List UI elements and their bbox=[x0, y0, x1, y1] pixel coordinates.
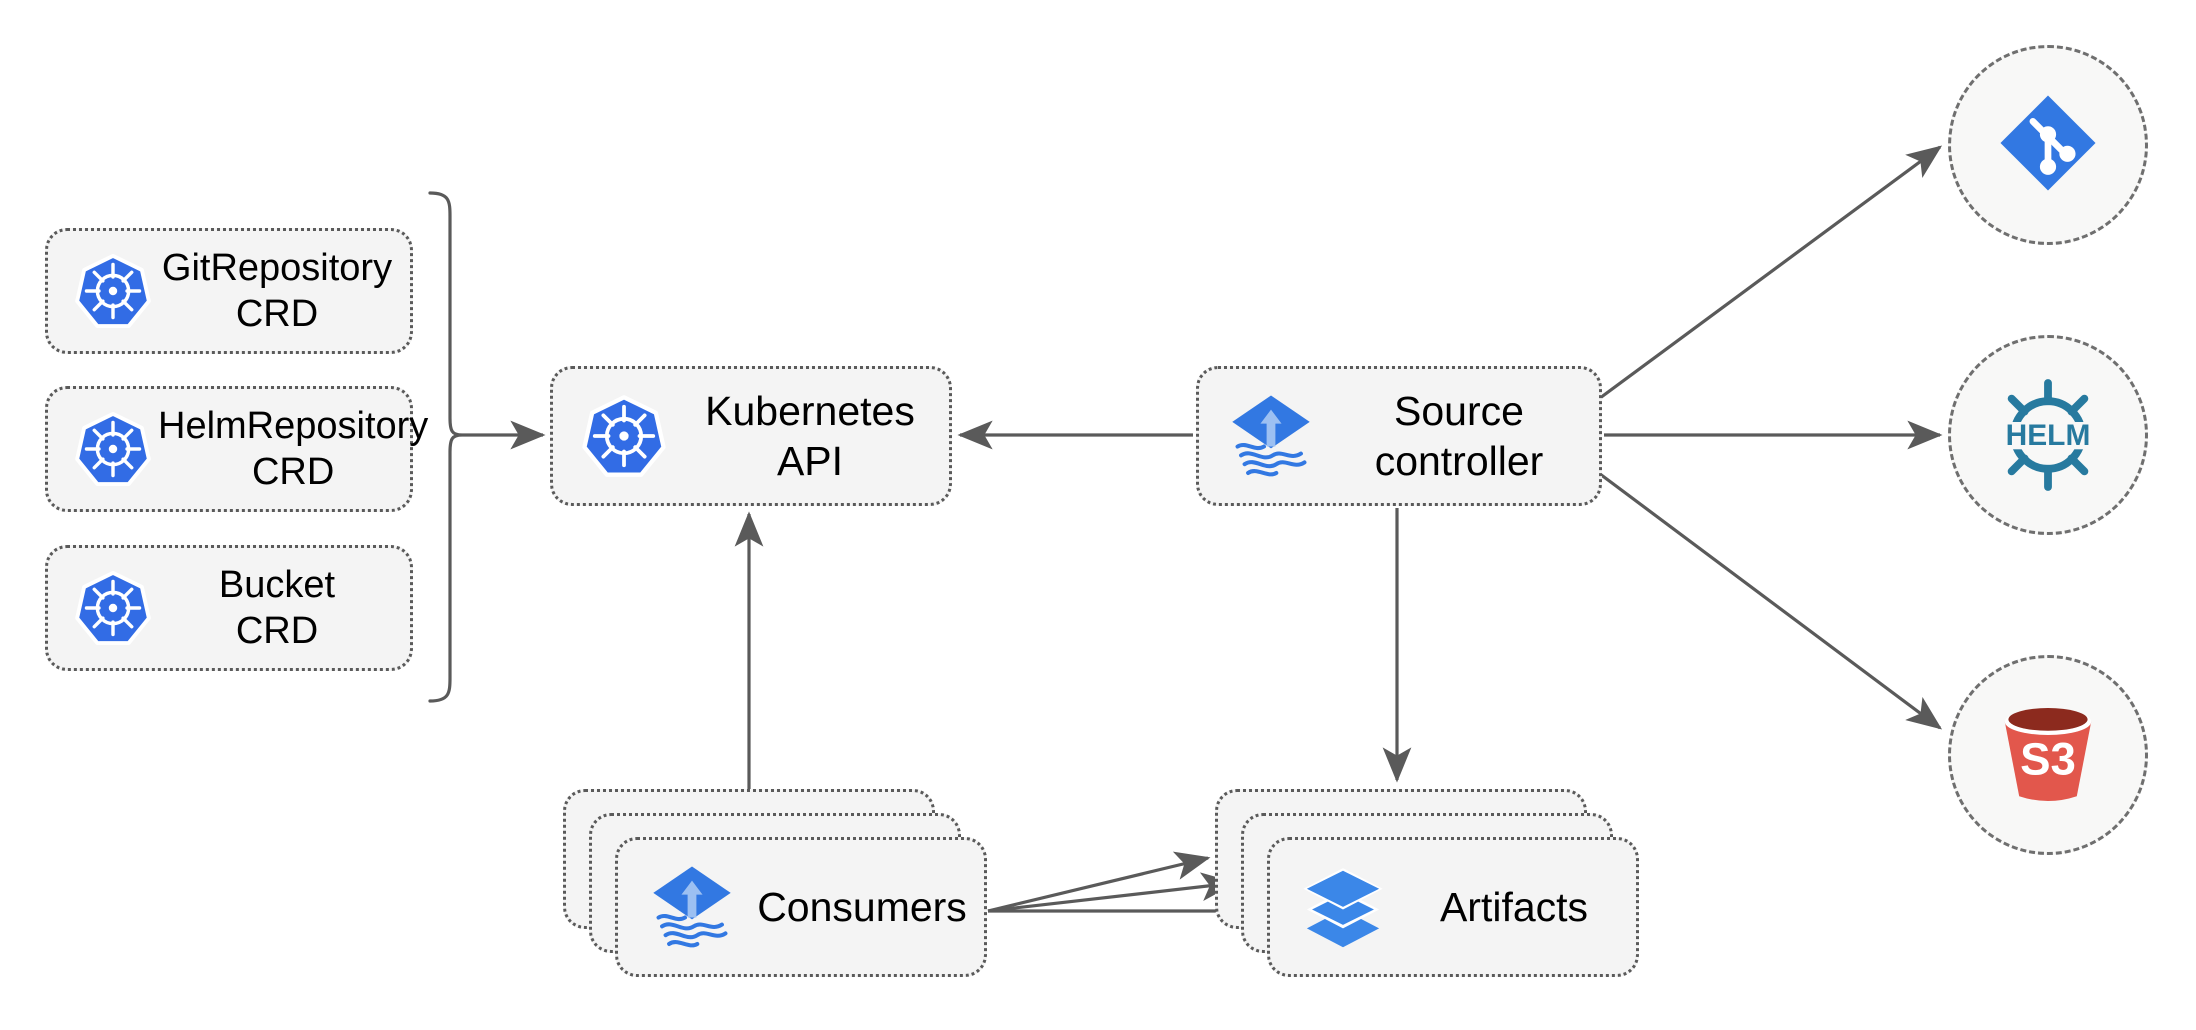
consumers-label: Consumers bbox=[757, 883, 967, 930]
flux-icon bbox=[648, 863, 736, 951]
kubernetes-icon bbox=[74, 410, 152, 488]
helm-icon: HELM bbox=[1983, 370, 2113, 500]
s3-bucket-icon: S3 bbox=[1988, 693, 2108, 818]
bucket-crd-node[interactable]: Bucket CRD bbox=[45, 545, 413, 671]
artifacts-node[interactable]: Artifacts bbox=[1267, 837, 1639, 977]
s3-source-node[interactable]: S3 bbox=[1948, 655, 2148, 855]
consumers-stack[interactable]: Consumers bbox=[563, 789, 1023, 989]
bucket-crd-label: Bucket CRD bbox=[218, 563, 336, 652]
helm-source-node[interactable]: HELM bbox=[1948, 335, 2148, 535]
layers-icon bbox=[1300, 863, 1388, 951]
edge-consumers-to-artifact-2 bbox=[987, 872, 1237, 913]
artifacts-stack[interactable]: Artifacts bbox=[1215, 789, 1675, 989]
flux-icon bbox=[1227, 392, 1315, 480]
edge-source-to-s3 bbox=[1599, 472, 1943, 730]
kubernetes-icon bbox=[581, 393, 667, 479]
gitrepository-crd-label: GitRepository CRD bbox=[161, 246, 393, 335]
source-controller-label: Source controller bbox=[1374, 387, 1544, 484]
git-source-node[interactable] bbox=[1948, 45, 2148, 245]
edge-source-to-git bbox=[1599, 145, 1943, 400]
gitrepository-crd-node[interactable]: GitRepository CRD bbox=[45, 228, 413, 354]
helmrepository-crd-label: HelmRepository CRD bbox=[158, 404, 429, 493]
kubernetes-icon bbox=[74, 252, 152, 330]
kubernetes-api-node[interactable]: Kubernetes API bbox=[550, 366, 952, 506]
crd-group-bracket bbox=[428, 191, 463, 703]
git-icon bbox=[1994, 89, 2102, 202]
helmrepository-crd-node[interactable]: HelmRepository CRD bbox=[45, 386, 428, 512]
kubernetes-api-label: Kubernetes API bbox=[705, 387, 915, 484]
kubernetes-icon bbox=[74, 569, 152, 647]
consumers-node[interactable]: Consumers bbox=[615, 837, 987, 977]
helm-logo-text: HELM bbox=[2006, 419, 2091, 452]
s3-logo-text: S3 bbox=[2020, 733, 2076, 784]
source-controller-node[interactable]: Source controller bbox=[1196, 366, 1602, 506]
artifacts-label: Artifacts bbox=[1439, 883, 1589, 930]
